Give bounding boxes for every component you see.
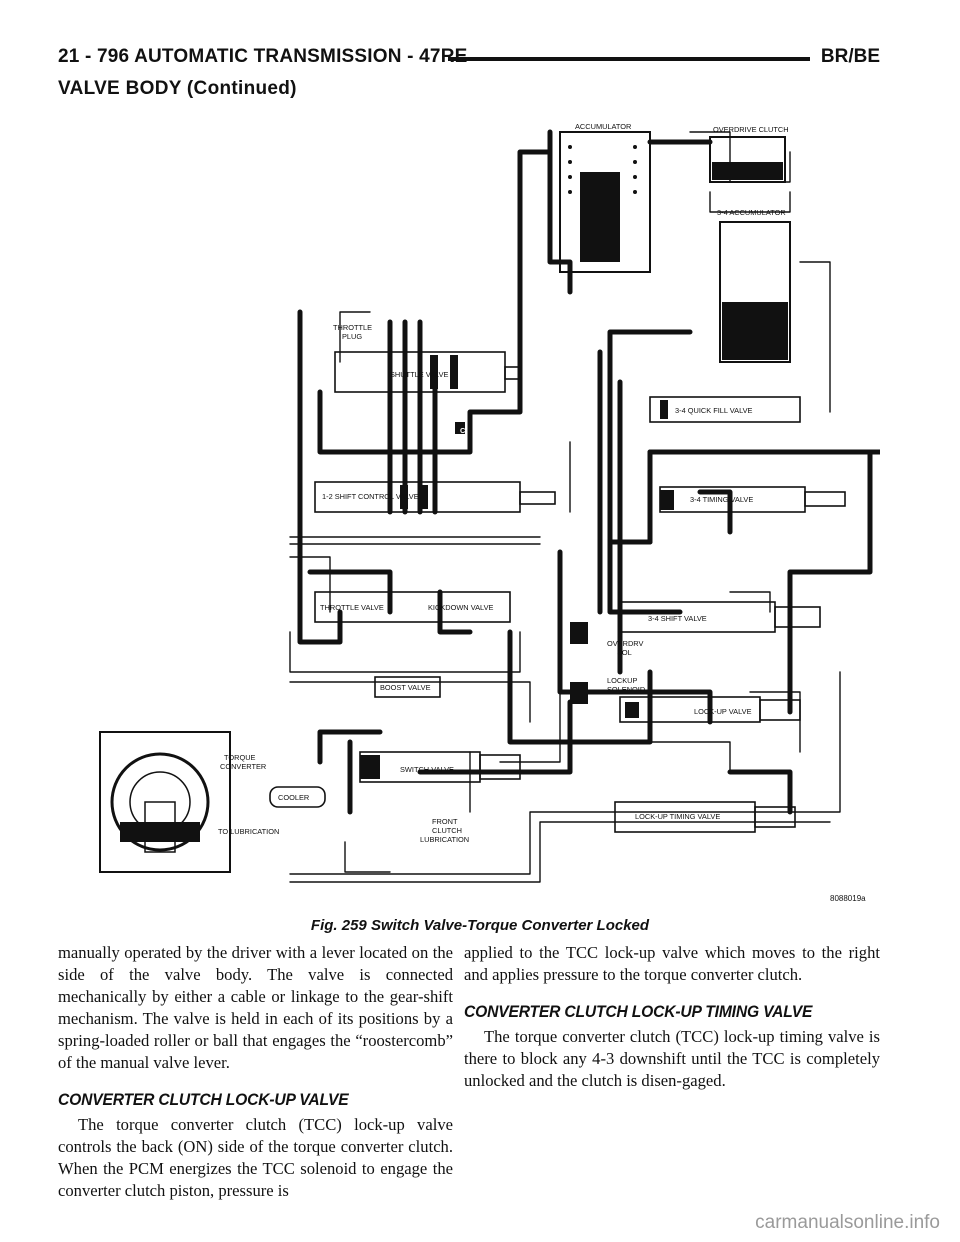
label-throttle-plug-2: PLUG — [342, 332, 362, 341]
label-marker-c: C — [460, 426, 466, 435]
label-shuttle-valve: SHUTTLE VALVE — [390, 370, 449, 379]
hydraulic-diagram: ACCUMULATOR OVERDRIVE CLUTCH 3-4 ACCUMUL… — [90, 112, 880, 912]
label-accumulator: ACCUMULATOR — [575, 122, 631, 131]
cooler — [269, 786, 326, 808]
header-title: 21 - 796 AUTOMATIC TRANSMISSION - 47RE — [58, 46, 468, 67]
label-shift-control-valve: 1-2 SHIFT CONTROL VALVE — [322, 492, 419, 501]
label-timing-valve-34: 3-4 TIMING VALVE — [690, 495, 753, 504]
torque-converter — [99, 731, 231, 873]
label-front-clutch-3: LUBRICATION — [420, 835, 469, 844]
accumulator-34 — [719, 221, 791, 363]
left-paragraph-2: The torque converter clutch (TCC) lock-u… — [58, 1115, 453, 1200]
label-cooler: COOLER — [278, 793, 309, 802]
label-overdrv-sol-2: SOL — [617, 648, 632, 657]
label-boost-valve: BOOST VALVE — [380, 683, 431, 692]
label-throttle-valve: THROTTLE VALVE — [320, 603, 384, 612]
label-overdrv-sol-1: OVERDRV — [607, 639, 643, 648]
diagram-labels: ACCUMULATOR OVERDRIVE CLUTCH 3-4 ACCUMUL… — [218, 122, 866, 903]
label-front-clutch-2: CLUTCH — [432, 826, 462, 835]
label-quick-fill-valve: 3-4 QUICK FILL VALVE — [675, 406, 753, 415]
figure-code: 8088019a — [830, 894, 866, 903]
label-overdrive-clutch: OVERDRIVE CLUTCH — [713, 125, 789, 134]
label-lockup-solenoid-1: LOCKUP — [607, 676, 637, 685]
right-column: applied to the TCC lock-up valve which m… — [464, 942, 880, 1092]
label-shift-valve-34: 3-4 SHIFT VALVE — [648, 614, 707, 623]
thin-passages — [289, 131, 841, 883]
label-kickdown-valve: KICKDOWN VALVE — [428, 603, 494, 612]
header-model: BR/BE — [820, 46, 880, 67]
accumulator — [559, 131, 651, 273]
label-torque-converter-2: CONVERTER — [220, 762, 266, 771]
figure-caption: Fig. 259 Switch Valve-Torque Converter L… — [310, 917, 650, 934]
label-lockup-solenoid-2: SOLENOID — [607, 685, 645, 694]
header-rule — [448, 57, 810, 61]
left-column: manually operated by the driver with a l… — [58, 942, 453, 1202]
right-paragraph-1: applied to the TCC lock-up valve which m… — [464, 943, 880, 984]
overdrive-clutch — [709, 136, 786, 183]
label-torque-converter-1: TORQUE — [224, 753, 256, 762]
heading-lockup-timing-valve: CONVERTER CLUTCH LOCK-UP TIMING VALVE — [464, 1002, 813, 1021]
watermark: carmanualsonline.info — [755, 1212, 940, 1233]
label-lockup-valve: LOCK-UP VALVE — [694, 707, 752, 716]
heading-lockup-valve: CONVERTER CLUTCH LOCK-UP VALVE — [58, 1090, 349, 1109]
valve-plugs — [479, 366, 846, 828]
label-throttle-plug-1: THROTTLE — [333, 323, 372, 332]
right-paragraph-2: The torque converter clutch (TCC) lock-u… — [464, 1027, 880, 1090]
label-switch-valve: SWITCH VALVE — [400, 765, 454, 774]
valve-spools — [360, 355, 674, 779]
diagram-svg: ACCUMULATOR OVERDRIVE CLUTCH 3-4 ACCUMUL… — [99, 122, 880, 903]
left-paragraph-1: manually operated by the driver with a l… — [58, 943, 453, 1072]
section-continued-title: VALVE BODY (Continued) — [58, 78, 297, 99]
page-header: 21 - 796 AUTOMATIC TRANSMISSION - 47RE B… — [58, 46, 880, 76]
label-front-clutch-1: FRONT — [432, 817, 458, 826]
label-accumulator-34: 3-4 ACCUMULATOR — [717, 208, 786, 217]
label-lockup-timing-valve: LOCK-UP TIMING VALVE — [635, 812, 720, 821]
label-to-lubrication: TO LUBRICATION — [218, 827, 279, 836]
